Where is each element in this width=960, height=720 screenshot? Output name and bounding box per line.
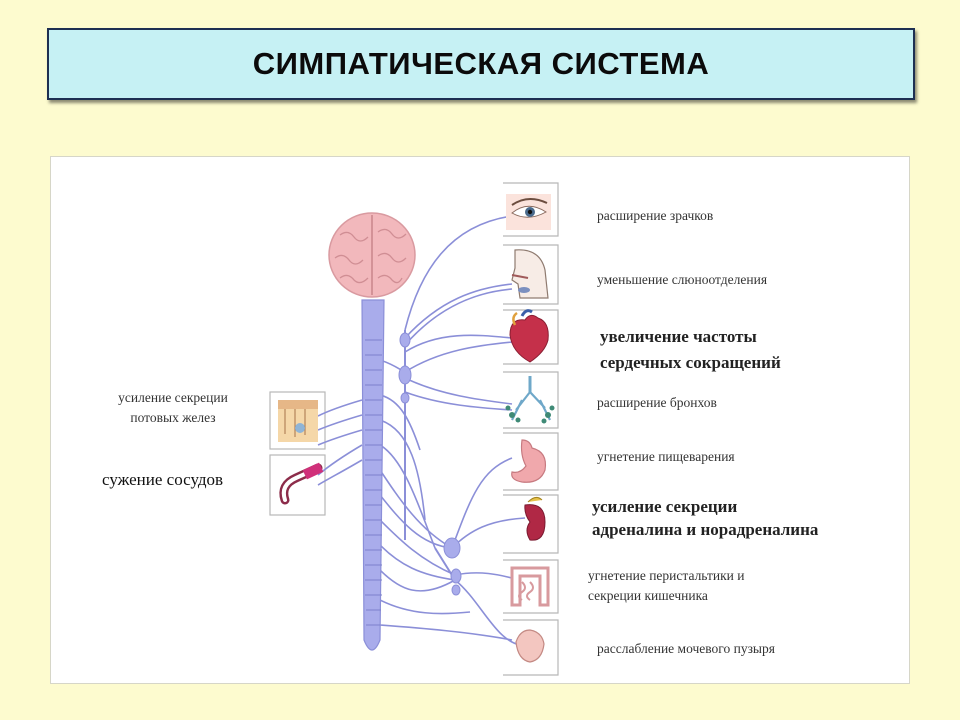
title-box: СИМПАТИЧЕСКАЯ СИСТЕМА [47, 28, 915, 100]
label-pupils: расширение зрачков [597, 208, 714, 223]
stomach-icon [511, 439, 547, 483]
label-bronchi: расширение бронхов [597, 395, 717, 410]
heart-icon [509, 309, 549, 363]
label-vessels: сужение сосудов [102, 470, 224, 489]
sweat-gland-icon [278, 400, 318, 442]
label-heart-line1: увеличение частоты [600, 327, 757, 346]
label-intestine-line1: угнетение перистальтики и [588, 568, 745, 583]
salivary-gland-icon [511, 249, 549, 299]
label-sweat-line1: усиление секреции [118, 390, 228, 405]
brain-icon [328, 212, 416, 298]
bronchi-icon [505, 376, 555, 424]
diagram-panel [50, 156, 910, 684]
label-bladder: расслабление мочевого пузыря [597, 641, 775, 656]
page-title: СИМПАТИЧЕСКАЯ СИСТЕМА [252, 46, 710, 81]
nerve-lines [317, 215, 526, 646]
spinal-cord [361, 299, 385, 651]
label-adrenal-line2: адреналина и норадреналина [592, 520, 819, 539]
blood-vessel-icon [279, 462, 324, 505]
label-intestine-line2: секреции кишечника [588, 588, 708, 603]
label-adrenal-line1: усиление секреции [592, 497, 738, 516]
label-saliva: уменьшение слюноотделения [597, 272, 768, 287]
label-sweat-line2: потовых желез [130, 410, 216, 425]
label-digestion: угнетение пищеварения [597, 449, 735, 464]
bladder-icon [515, 629, 545, 663]
label-heart-line2: сердечных сокращений [600, 353, 781, 372]
intestine-icon [510, 566, 550, 607]
eye-icon [506, 194, 551, 230]
sympathetic-chain [398, 330, 462, 596]
kidney-icon [524, 496, 546, 541]
